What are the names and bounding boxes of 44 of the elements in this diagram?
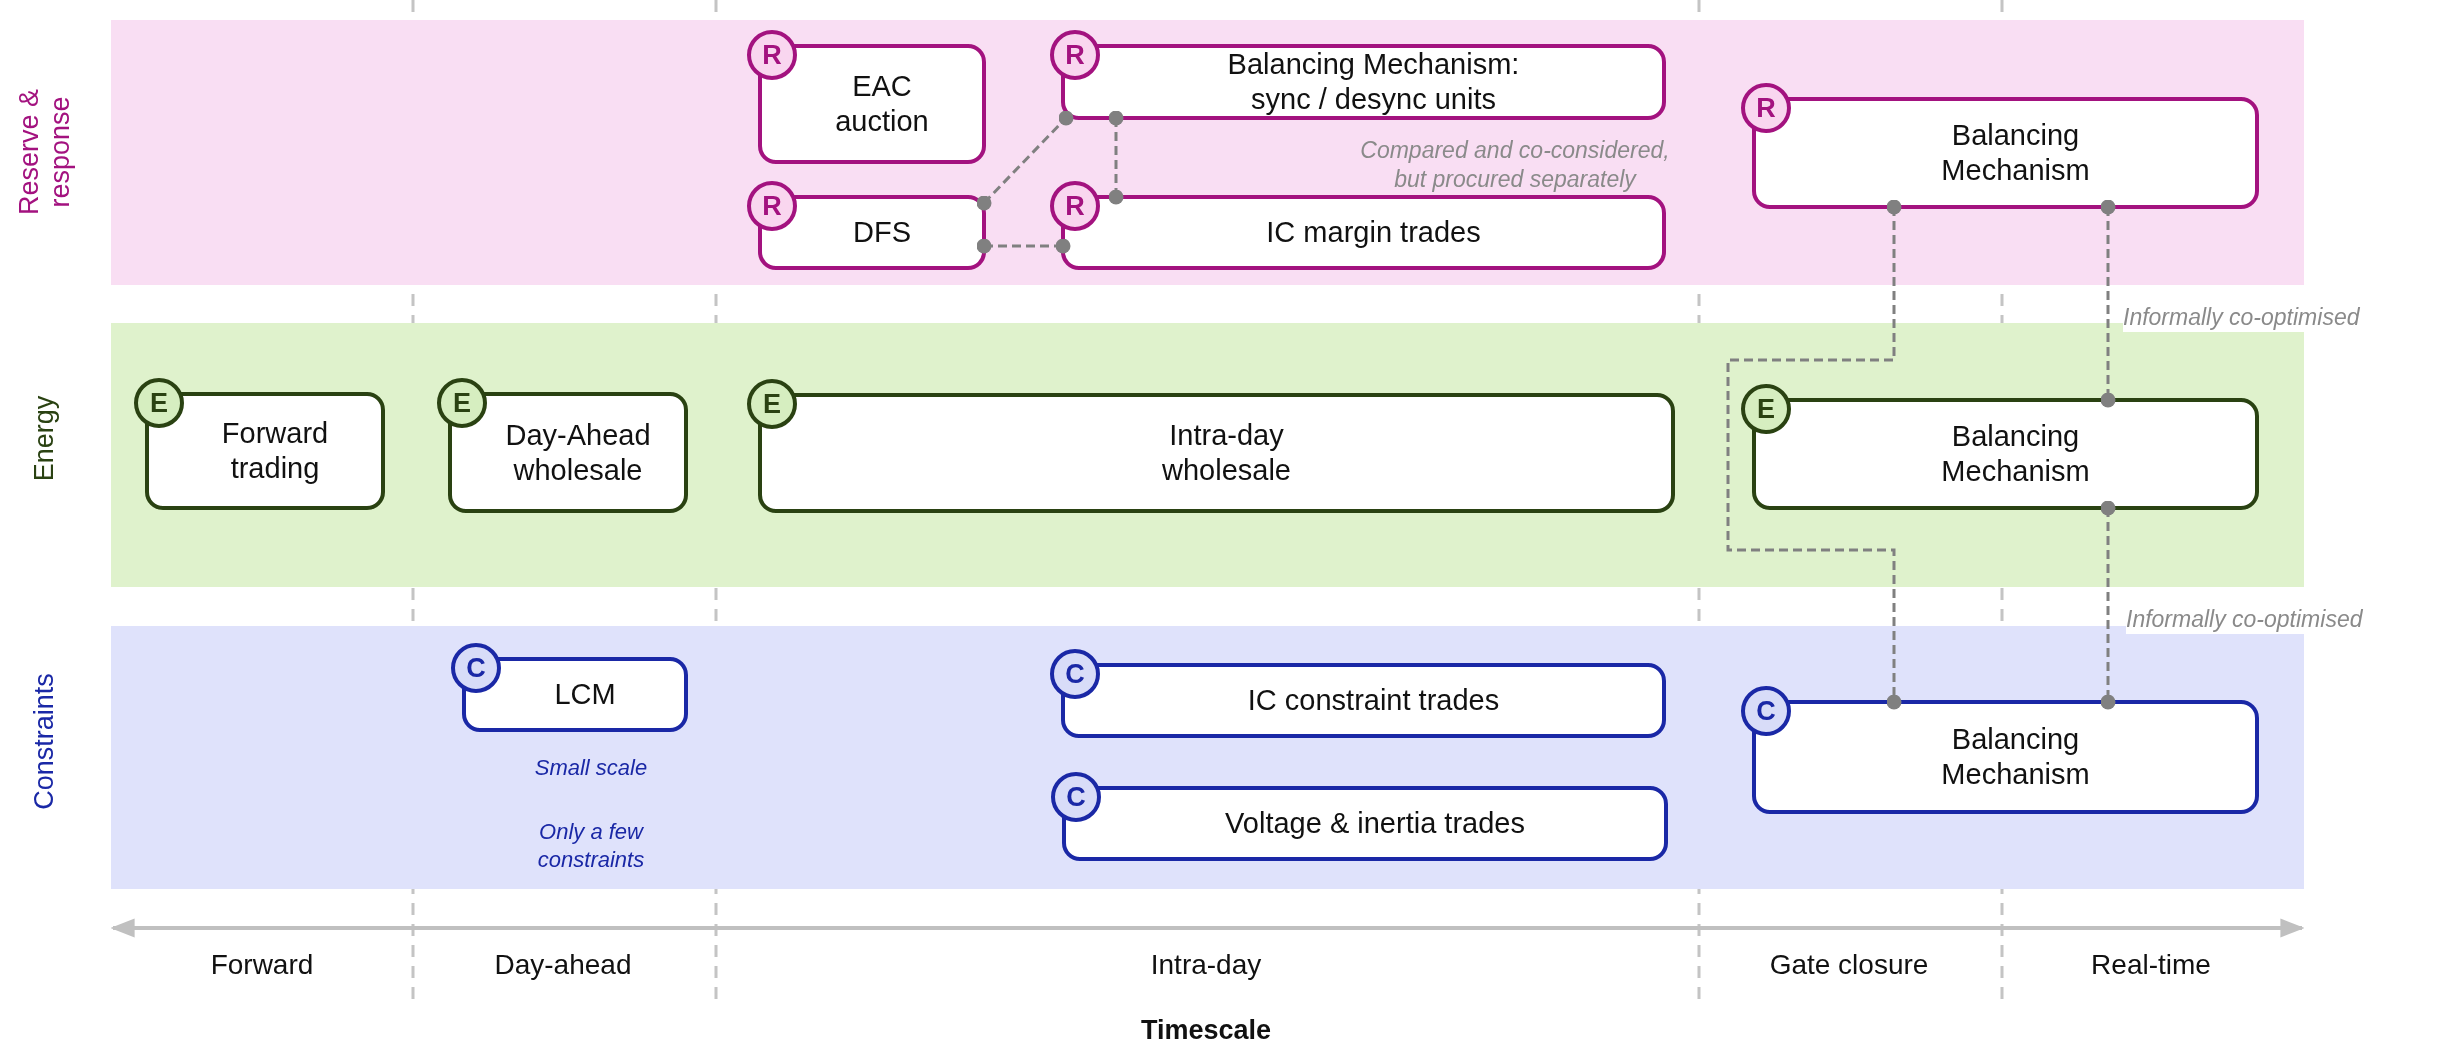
category-badge: R <box>1050 30 1100 80</box>
side-note: Small scale <box>533 754 649 782</box>
lane-label: Energy <box>29 394 61 484</box>
connector <box>2100 500 2116 710</box>
category-badge: C <box>1050 649 1100 699</box>
box-label: EAC auction <box>834 69 930 139</box>
axis-title: Timescale <box>1140 1014 1272 1046</box>
timescale-label: Intra-day <box>1150 949 1262 981</box>
category-badge: E <box>437 378 487 428</box>
annotation-note: Compared and co-considered, but procured separately <box>1359 136 1671 194</box>
timescale-label: Real-time <box>2091 949 2211 981</box>
box-label: Intra-day wholesale <box>1161 418 1292 488</box>
box-label: Balancing Mechanism <box>1940 722 2091 792</box>
box-label: Day-Ahead wholesale <box>504 417 652 488</box>
category-badge: R <box>747 30 797 80</box>
category-badge: R <box>1741 83 1791 133</box>
box-label: Voltage & inertia trades <box>1224 806 1525 841</box>
connector <box>976 238 1071 254</box>
category-badge: C <box>451 643 501 693</box>
connector <box>1108 110 1124 205</box>
category-badge: R <box>1050 181 1100 231</box>
category-badge: E <box>134 378 184 428</box>
timescale-label: Forward <box>210 949 314 981</box>
lane-label: Constraints <box>29 671 61 812</box>
timescale-label: Day-ahead <box>494 949 632 981</box>
category-badge: C <box>1741 686 1791 736</box>
connector <box>1726 199 1902 710</box>
box-label: Balancing Mechanism: sync / desync units <box>1226 47 1521 117</box>
box-label: IC constraint trades <box>1246 683 1500 718</box>
lane-label: Reserve & response <box>13 87 76 217</box>
box-label: DFS <box>852 215 911 250</box>
box-label: LCM <box>553 677 616 712</box>
category-badge: E <box>1741 384 1791 434</box>
box-label: Balancing Mechanism <box>1940 419 2091 489</box>
category-badge: C <box>1051 772 1101 822</box>
box-label: Balancing Mechanism <box>1940 118 2091 188</box>
box-label: IC margin trades <box>1265 215 1481 250</box>
box-label: Forward trading <box>220 416 330 486</box>
connector <box>2100 199 2116 408</box>
connector <box>976 110 1074 211</box>
category-badge: E <box>747 379 797 429</box>
side-note: Only a few constraints <box>536 818 646 873</box>
category-badge: R <box>747 181 797 231</box>
timescale-label: Gate closure <box>1769 949 1929 981</box>
